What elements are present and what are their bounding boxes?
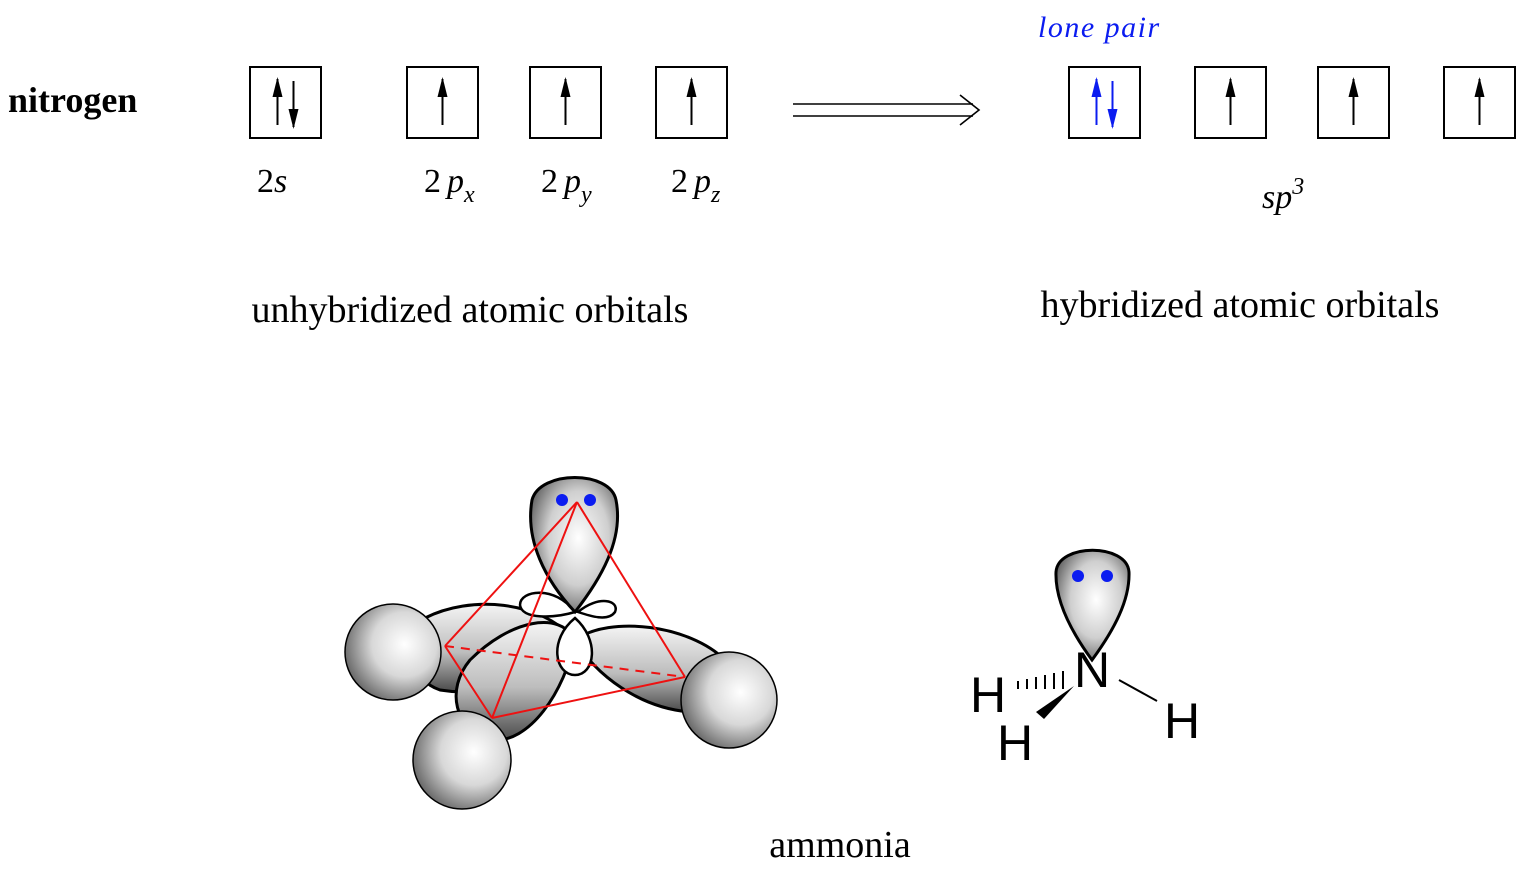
hydrogen-atom-label-bottom: H (997, 715, 1033, 771)
hydrogen-sphere-front (412, 710, 512, 810)
lone-pair-electron (1101, 570, 1113, 582)
electron-spin-up-arrow (272, 77, 283, 125)
orbital-box (249, 66, 322, 139)
orbital-box (655, 66, 728, 139)
orbital-box (1317, 66, 1390, 139)
unhybridized-caption: unhybridized atomic orbitals (252, 289, 689, 331)
lone-pair-electron (556, 494, 568, 506)
electron-spin-up-arrow (1091, 77, 1102, 125)
orbital-label-letter: p (445, 163, 464, 200)
orbital-label-letter: s (274, 163, 287, 200)
hybridized-caption: hybridized atomic orbitals (1041, 284, 1440, 326)
orbital-label-number: 2 (671, 163, 688, 200)
tetrahedron-outline (444, 501, 686, 719)
hashed-bond (1017, 671, 1064, 689)
lone-pair-electron (584, 494, 596, 506)
orbital-box (1194, 66, 1267, 139)
orbital-box (1443, 66, 1516, 139)
hydrogen-atom-label-right: H (1164, 693, 1200, 749)
electron-spin-up-arrow (686, 77, 697, 125)
orbital-label-letter: p (562, 163, 581, 200)
ammonia-orbital-model (344, 476, 778, 810)
molecule-name: ammonia (769, 824, 911, 866)
orbital-box (529, 66, 602, 139)
electron-spin-up-arrow (560, 77, 571, 125)
plain-bond (1118, 679, 1158, 702)
orbital-label-subscript: z (710, 182, 721, 208)
orbital-box (406, 66, 479, 139)
hydrogen-atom-label-left: H (970, 667, 1006, 723)
orbital-box (1068, 66, 1141, 139)
orbital-label-subscript: y (579, 182, 592, 208)
hydrogen-sphere-left (344, 603, 442, 701)
orbital-label: 2s (257, 163, 287, 200)
orbital-label-number: 2 (541, 163, 558, 200)
lone-pair-electron (1072, 570, 1084, 582)
hybridization-arrow (793, 94, 981, 126)
element-label: nitrogen (8, 80, 137, 120)
small-back-lobe-right (575, 599, 617, 619)
small-front-lobe (556, 616, 594, 677)
orbital-label-number: 2 (424, 163, 441, 200)
ammonia-structure: N H H H (970, 548, 1200, 771)
lone-pair-label: lone pair (1038, 11, 1161, 44)
lone-pair-lobe (529, 476, 619, 615)
sp3-label: sp3 (1262, 174, 1304, 216)
sp3-label-sup: 3 (1291, 174, 1304, 200)
orbital-label-subscript: x (463, 182, 475, 208)
electron-spin-up-arrow (1225, 77, 1236, 125)
electron-spin-up-arrow (1474, 77, 1485, 125)
hybridized-orbital-group (1068, 66, 1516, 139)
electron-spin-up-arrow (437, 77, 448, 125)
hydrogen-sphere-right (680, 651, 778, 749)
orbital-label-letter: p (692, 163, 711, 200)
electron-spin-up-arrow (1348, 77, 1359, 125)
sp3-label-base: sp (1262, 179, 1292, 216)
orbital-label-number: 2 (257, 163, 274, 200)
nitrogen-atom-label: N (1074, 642, 1110, 698)
electron-spin-down-arrow (288, 81, 299, 129)
electron-spin-down-arrow (1107, 81, 1118, 129)
wedge-bond (1036, 686, 1074, 719)
